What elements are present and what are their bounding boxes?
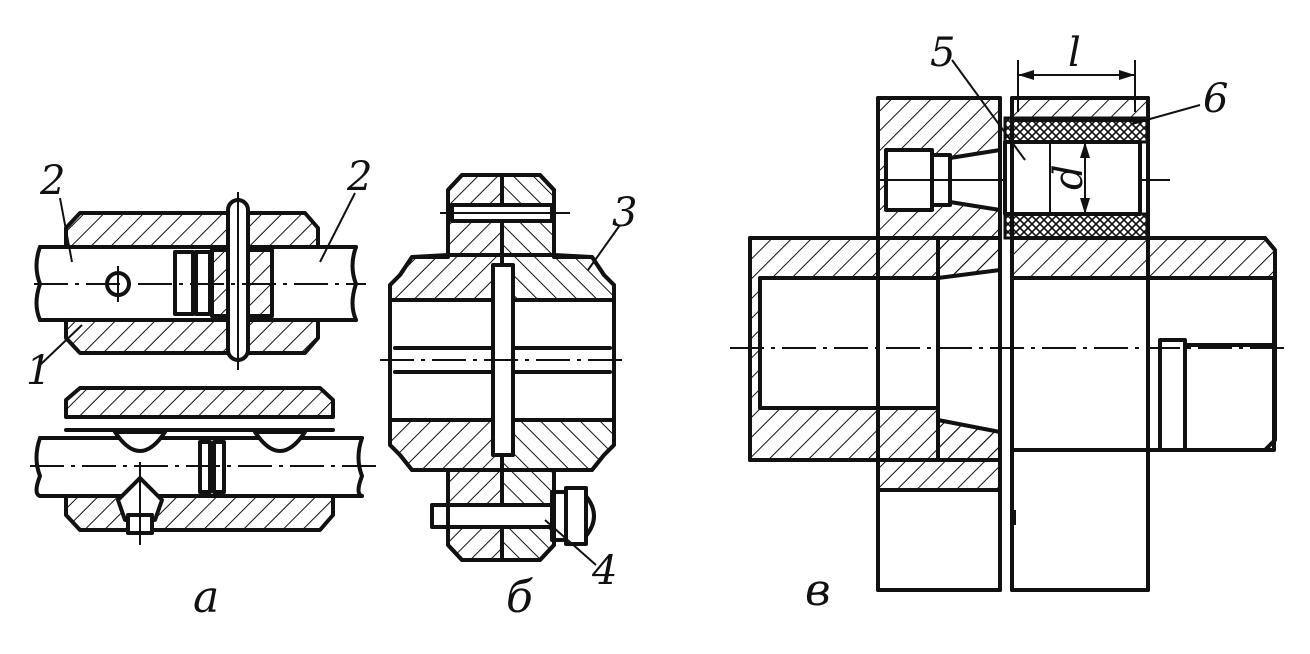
view-a: 2 2 1 а [26, 154, 378, 623]
caption-b: б [506, 572, 533, 623]
label-part-3: 3 [612, 190, 637, 236]
sleeve-coupling-keyed [34, 386, 364, 545]
label-part-2-left: 2 [39, 158, 65, 204]
label-part-5: 5 [930, 30, 955, 76]
dim-label-d: d [1046, 164, 1092, 190]
pin-bushing-coupling [748, 96, 1277, 592]
view-v: l d 5 6 в [730, 30, 1290, 616]
label-part-1: 1 [26, 348, 51, 394]
view-b: 3 4 б [380, 173, 637, 623]
flange-coupling [388, 173, 616, 562]
label-part-6: 6 [1203, 76, 1228, 122]
label-part-4: 4 [591, 548, 617, 594]
caption-a: а [193, 572, 219, 623]
caption-v: в [805, 565, 831, 616]
sleeve-coupling-pinned [34, 192, 358, 370]
label-part-2-right: 2 [346, 154, 372, 200]
dim-label-l: l [1068, 30, 1081, 76]
